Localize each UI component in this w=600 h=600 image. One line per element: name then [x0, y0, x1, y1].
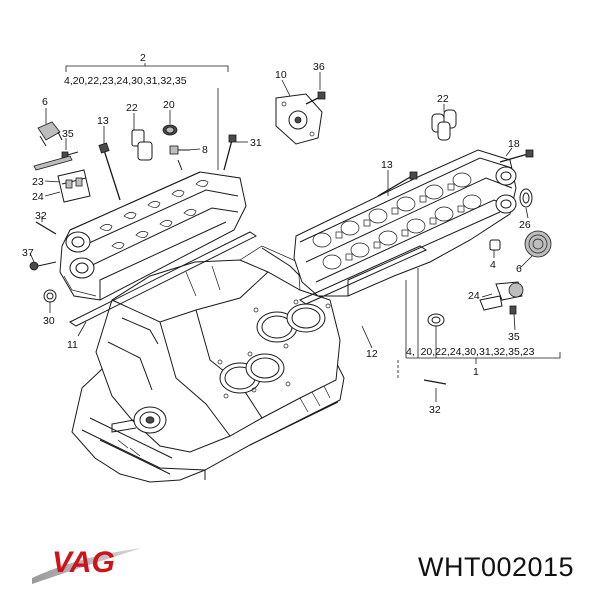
callout-1-list: 4, 20,22,24,30,31,32,35,23: [406, 346, 535, 358]
callout-11: 11: [67, 339, 78, 351]
callout-13-left: 13: [97, 115, 109, 127]
callout-18: 18: [508, 138, 520, 150]
callout-20-left: 20: [163, 99, 175, 111]
callout-23-left: 23: [32, 176, 44, 188]
callout-30: 30: [43, 315, 55, 327]
part-number: WHT002015: [418, 552, 575, 582]
cylinder-bores: [219, 303, 326, 394]
callout-2: 2: [140, 52, 146, 64]
callout-6-left: 6: [42, 96, 48, 108]
callout-36: 36: [313, 61, 325, 73]
callout-1: 1: [473, 366, 479, 378]
logo-text: VAG: [52, 546, 115, 579]
callout-24-left: 24: [32, 191, 44, 203]
leader-lines: [29, 63, 561, 402]
callout-26: 26: [519, 219, 531, 231]
engine-block: [71, 245, 345, 483]
vag-logo: VAG: [32, 546, 142, 584]
callout-35-left: 35: [62, 128, 74, 140]
callout-22-left: 22: [126, 102, 138, 114]
left-cylinder-head: [59, 171, 257, 327]
left-head-parts: [29, 121, 237, 303]
callout-2-list: 4,20,22,23,24,30,31,32,35: [64, 75, 187, 87]
engine-exploded-diagram: 2 4,20,22,23,24,30,31,32,35 6 35 13 22 2…: [22, 52, 561, 483]
callout-labels: 2 4,20,22,23,24,30,31,32,35 6 35 13 22 2…: [22, 52, 535, 416]
right-head-parts: [275, 91, 552, 385]
callout-31: 31: [250, 137, 262, 149]
callout-32-right: 32: [429, 404, 441, 416]
right-cylinder-head: [293, 149, 517, 305]
callout-8: 8: [202, 144, 208, 156]
callout-12: 12: [366, 348, 378, 360]
callout-4: 4: [490, 259, 496, 271]
callout-6-right: 6: [516, 263, 522, 275]
callout-22-right: 22: [437, 93, 449, 105]
callout-35-right: 35: [508, 331, 520, 343]
callout-32-left: 32: [35, 210, 47, 222]
callout-13-right: 13: [381, 159, 393, 171]
callout-10: 10: [275, 69, 287, 81]
callout-37: 37: [22, 247, 34, 259]
callout-24-right: 24: [468, 290, 480, 302]
crank-pulley: [111, 406, 167, 434]
